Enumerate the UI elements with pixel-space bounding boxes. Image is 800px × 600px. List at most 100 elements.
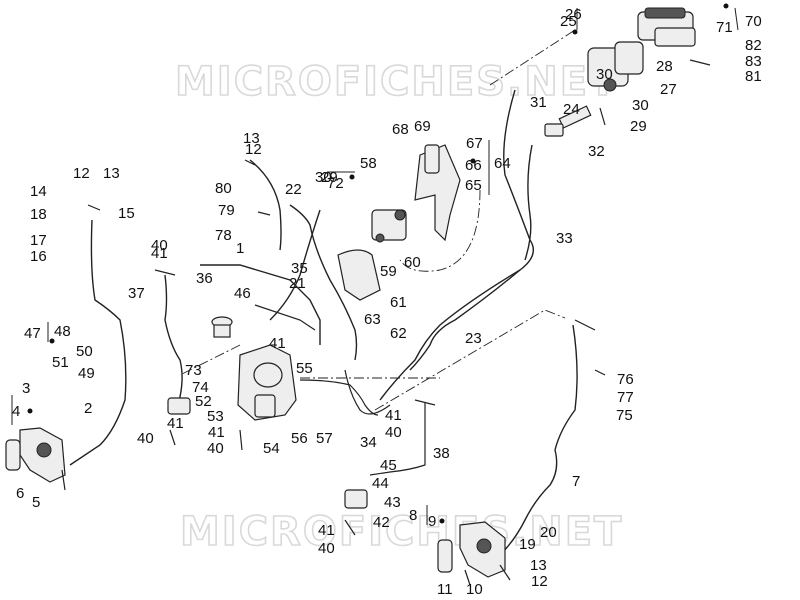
- brake-line-64: [379, 89, 534, 401]
- brake-line-38: [369, 402, 426, 476]
- master-cylinder: [237, 344, 297, 421]
- part-label-59: 59: [380, 263, 397, 280]
- part-label-12: 12: [531, 573, 548, 590]
- marker-dot-47: [49, 338, 55, 344]
- brake-line-7: [499, 324, 578, 556]
- brake-line-78: [249, 159, 282, 251]
- part-label-40: 40: [151, 237, 168, 254]
- part-label-40: 40: [207, 440, 224, 457]
- part-label-21: 21: [289, 275, 306, 292]
- brake-line-57: [344, 369, 391, 415]
- part-label-41: 41: [167, 415, 184, 432]
- brake-line-33: [524, 144, 533, 261]
- part-label-60: 60: [404, 254, 421, 271]
- part-label-83: 83: [745, 53, 762, 70]
- part-label-75: 75: [616, 407, 633, 424]
- part-label-45: 45: [380, 457, 397, 474]
- left-caliper: [5, 427, 66, 483]
- part-label-12: 12: [73, 165, 90, 182]
- part-label-15: 15: [118, 205, 135, 222]
- part-label-33: 33: [556, 230, 573, 247]
- brake-line-21: [269, 209, 321, 321]
- part-label-77: 77: [617, 389, 634, 406]
- part-label-35: 35: [291, 260, 308, 277]
- watermark-bottom: MICROFICHES.NET: [180, 509, 623, 555]
- part-label-46: 46: [234, 285, 251, 302]
- part-label-5: 5: [32, 494, 40, 511]
- part-label-32: 32: [588, 143, 605, 160]
- part-label-44: 44: [372, 475, 389, 492]
- marker-dot-70: [723, 3, 729, 9]
- part-label-51: 51: [52, 354, 69, 371]
- part-label-22: 22: [285, 181, 302, 198]
- part-label-67: 67: [466, 135, 483, 152]
- part-label-10: 10: [466, 581, 483, 598]
- brake-line-55: [299, 379, 379, 416]
- marker-dot-66: [470, 158, 476, 164]
- part-label-41: 41: [385, 407, 402, 424]
- part-label-49: 49: [78, 365, 95, 382]
- part-label-26: 26: [565, 6, 582, 23]
- junction-block: [167, 397, 368, 509]
- part-label-69: 69: [414, 118, 431, 135]
- reference-line-5: [399, 189, 481, 272]
- part-label-41: 41: [208, 424, 225, 441]
- part-label-28: 28: [656, 58, 673, 75]
- part-label-18: 18: [30, 206, 47, 223]
- part-label-13: 13: [530, 557, 547, 574]
- part-label-14: 14: [30, 183, 47, 200]
- part-label-20: 20: [540, 524, 557, 541]
- part-label-72: 72: [327, 175, 344, 192]
- part-label-9: 9: [428, 513, 436, 530]
- part-label-76: 76: [617, 371, 634, 388]
- reference-line-2: [179, 344, 241, 376]
- part-label-23: 23: [465, 330, 482, 347]
- reference-line-1: [374, 309, 566, 411]
- part-label-19: 19: [519, 536, 536, 553]
- part-label-13: 13: [103, 165, 120, 182]
- part-label-8: 8: [409, 507, 417, 524]
- part-label-54: 54: [263, 440, 280, 457]
- part-label-79: 79: [218, 202, 235, 219]
- part-label-64: 64: [494, 155, 511, 172]
- part-label-70: 70: [745, 13, 762, 30]
- part-label-40: 40: [385, 424, 402, 441]
- part-label-40: 40: [137, 430, 154, 447]
- brake-line-23: [409, 269, 521, 371]
- part-label-50: 50: [76, 343, 93, 360]
- part-label-34: 34: [360, 434, 377, 451]
- part-label-61: 61: [390, 294, 407, 311]
- part-label-31: 31: [530, 94, 547, 111]
- part-label-3: 3: [22, 380, 30, 397]
- part-label-47: 47: [24, 325, 41, 342]
- part-label-68: 68: [392, 121, 409, 138]
- part-label-2: 2: [84, 400, 92, 417]
- part-label-53: 53: [207, 408, 224, 425]
- part-label-7: 7: [572, 473, 580, 490]
- part-label-40: 40: [318, 540, 335, 557]
- group-bracket-70: [734, 7, 739, 31]
- part-label-73: 73: [185, 362, 202, 379]
- part-label-58: 58: [360, 155, 377, 172]
- part-label-65: 65: [465, 177, 482, 194]
- part-label-55: 55: [296, 360, 313, 377]
- part-label-74: 74: [192, 379, 209, 396]
- marker-dot-4: [27, 408, 33, 414]
- reservoir-cap: [211, 316, 233, 338]
- part-label-38: 38: [433, 445, 450, 462]
- part-label-66: 66: [465, 157, 482, 174]
- watermark-top: MICROFICHES.NET: [175, 59, 618, 105]
- part-label-82: 82: [745, 37, 762, 54]
- brake-pipe-1: [200, 264, 321, 345]
- part-label-52: 52: [195, 393, 212, 410]
- brake-line-22: [289, 204, 358, 361]
- abs-bracket-unit: [544, 41, 644, 137]
- valve-bracket: [337, 249, 381, 301]
- right-caliper: [437, 521, 506, 578]
- part-label-1: 1: [236, 240, 244, 257]
- reference-line-4: [489, 29, 576, 86]
- brake-line-37: [164, 274, 183, 406]
- part-label-17: 17: [30, 232, 47, 249]
